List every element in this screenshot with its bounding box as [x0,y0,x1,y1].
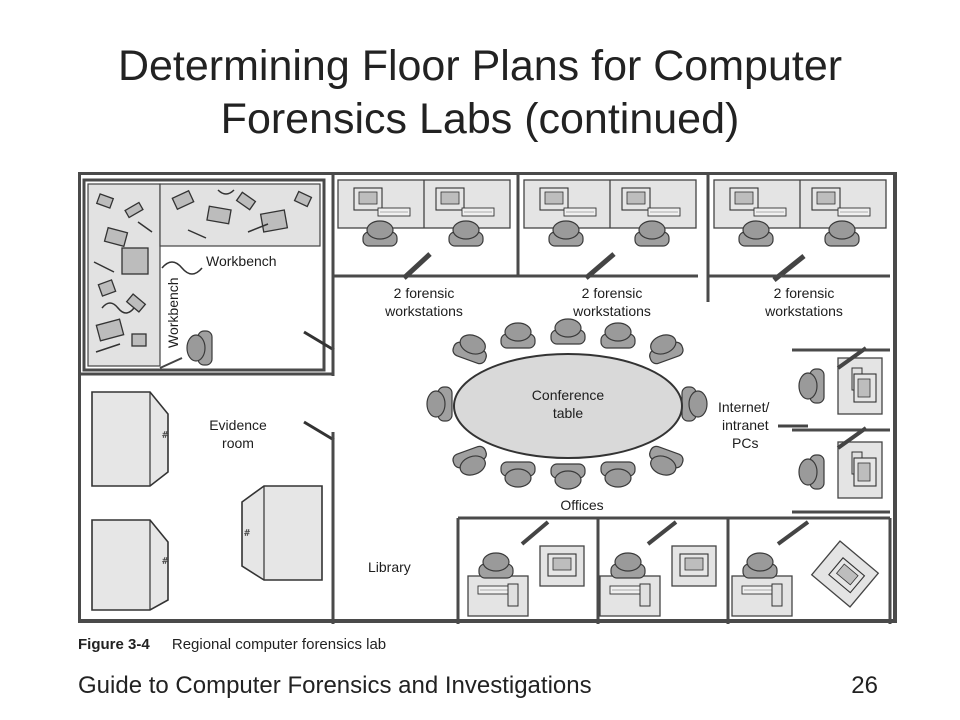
svg-text:#: # [162,556,168,567]
workstation-bays [333,172,890,302]
figure-caption-number: Figure 3-4 [78,636,150,653]
internet-pcs-area: Internet/ intranet PCs [718,346,890,514]
floor-plan-svg: Workbench Workbench [78,172,897,624]
workbench-side-surface [87,183,161,367]
footer-text: Guide to Computer Forensics and Investig… [78,672,592,699]
conference-label-line-2: table [553,405,584,421]
internet-label-line-1: Internet/ [718,399,769,415]
svg-text:#: # [162,430,168,441]
workbench-side-label: Workbench [165,277,181,348]
conference-table: Conference table [426,318,708,490]
workstations-2-line-1: 2 forensic [582,285,643,301]
evidence-label-line-1: Evidence [209,417,267,433]
slide-title-line-2: Forensics Labs (continued) [220,95,740,143]
evidence-room: # # # Evidence room [91,391,323,611]
workbench-room: Workbench Workbench [82,178,326,372]
conference-label-line-1: Conference [532,387,605,403]
figure-caption-text: Regional computer forensics lab [171,636,387,653]
internet-label-line-3: PCs [732,435,758,451]
figure-caption: Figure 3-4 Regional computer forensics l… [78,636,386,653]
slide-title: Determining Floor Plans for Computer For… [0,40,960,146]
workstations-2-line-2: workstations [572,303,651,319]
workstations-1-line-1: 2 forensic [394,285,455,301]
floor-plan-figure: Workbench Workbench [78,172,898,624]
svg-text:#: # [244,528,250,539]
offices-label: Offices [560,497,603,513]
workstations-1-line-2: workstations [384,303,463,319]
offices-area: Offices [456,497,892,624]
library-label: Library [368,559,411,575]
slide-title-line-1: Determining Floor Plans for Computer [117,42,843,90]
workbench-top-label: Workbench [206,253,277,269]
outer-wall [78,172,897,623]
workstations-3-line-1: 2 forensic [774,285,835,301]
internet-label-line-2: intranet [722,417,769,433]
workstations-3-line-2: workstations [764,303,843,319]
page-number: 26 [851,672,878,699]
evidence-label-line-2: room [222,435,254,451]
